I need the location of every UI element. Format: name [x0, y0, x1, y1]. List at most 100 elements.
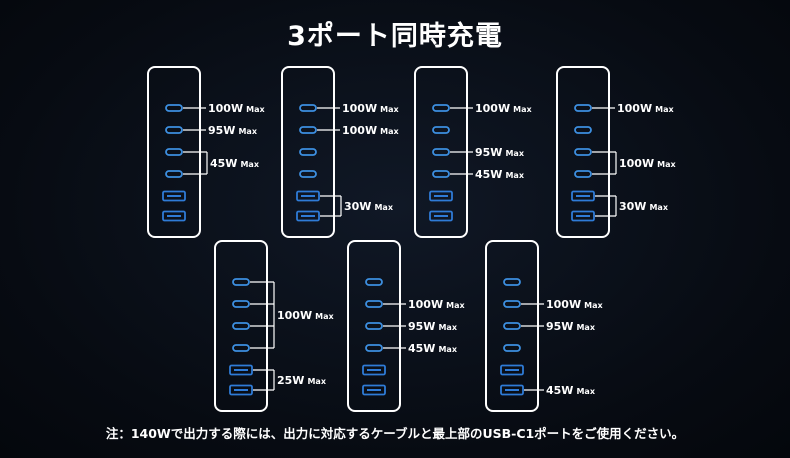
usb-c-port-icon: [165, 170, 183, 178]
wattage-value: 30W: [344, 200, 371, 213]
wattage-value: 30W: [619, 200, 646, 213]
usb-c-port-icon: [299, 104, 317, 112]
wattage-value: 100W: [208, 102, 243, 115]
usb-a-port-tongue: [434, 195, 448, 197]
usb-c-port-icon: [574, 104, 592, 112]
wattage-unit: Max: [657, 160, 676, 169]
usb-c-port-icon: [299, 126, 317, 134]
wattage-unit: Max: [513, 105, 532, 114]
usb-c-port-icon: [432, 104, 450, 112]
wattage-value: 45W: [475, 168, 502, 181]
usb-c-port-icon: [365, 322, 383, 330]
page-title: 3ポート同時充電: [287, 21, 503, 52]
usb-a-port-icon: [162, 190, 186, 202]
usb-a-port-tongue: [367, 369, 381, 371]
usb-a-port-icon: [229, 384, 253, 396]
wattage-unit: Max: [315, 312, 334, 321]
usb-c-port-icon: [165, 104, 183, 112]
usb-a-port-tongue: [301, 215, 315, 217]
wattage-unit: Max: [649, 203, 668, 212]
charger-body: [281, 66, 335, 238]
wattage-value: 95W: [208, 124, 235, 137]
usb-c-port-icon: [503, 322, 521, 330]
usb-a-port-tongue: [576, 195, 590, 197]
wattage-unit: Max: [446, 301, 465, 310]
usb-a-port-tongue: [367, 389, 381, 391]
usb-c-port-icon: [432, 170, 450, 178]
wattage-unit: Max: [576, 323, 595, 332]
wattage-unit: Max: [584, 301, 603, 310]
wattage-value: 100W: [277, 309, 312, 322]
usb-a-port-tongue: [167, 195, 181, 197]
wattage-value: 45W: [408, 342, 435, 355]
usb-a-port-tongue: [301, 195, 315, 197]
usb-c-port-icon: [574, 126, 592, 134]
usb-a-port-icon: [362, 384, 386, 396]
usage-note: 注：140Wで出力する際には、出力に対応するケーブルと最上部のUSB-C1ポート…: [105, 426, 685, 441]
wattage-unit: Max: [238, 127, 257, 136]
usb-c-port-icon: [432, 148, 450, 156]
usb-a-port-tongue: [505, 369, 519, 371]
wattage-value: 100W: [546, 298, 581, 311]
usb-c-port-icon: [503, 344, 521, 352]
wattage-value: 25W: [277, 374, 304, 387]
usb-c-port-icon: [574, 170, 592, 178]
wattage-value: 100W: [617, 102, 652, 115]
usb-c-port-icon: [365, 344, 383, 352]
usb-c-port-icon: [365, 278, 383, 286]
usb-a-port-tongue: [167, 215, 181, 217]
usb-a-port-tongue: [505, 389, 519, 391]
usb-c-port-icon: [365, 300, 383, 308]
usb-c-port-icon: [232, 278, 250, 286]
wattage-unit: Max: [655, 105, 674, 114]
wattage-value: 100W: [475, 102, 510, 115]
usb-a-port-icon: [162, 210, 186, 222]
usb-a-port-icon: [571, 210, 595, 222]
usb-c-port-icon: [299, 148, 317, 156]
usb-a-port-tongue: [234, 369, 248, 371]
usb-c-port-icon: [503, 278, 521, 286]
wattage-unit: Max: [240, 160, 259, 169]
wattage-unit: Max: [438, 323, 457, 332]
wattage-unit: Max: [246, 105, 265, 114]
wattage-unit: Max: [505, 149, 524, 158]
wattage-unit: Max: [438, 345, 457, 354]
usb-a-port-icon: [296, 190, 320, 202]
wattage-value: 100W: [342, 124, 377, 137]
usb-a-port-icon: [296, 210, 320, 222]
usb-c-port-icon: [232, 322, 250, 330]
wattage-value: 45W: [210, 157, 237, 170]
usb-a-port-tongue: [576, 215, 590, 217]
usb-a-port-tongue: [434, 215, 448, 217]
usb-c-port-icon: [165, 126, 183, 134]
wattage-unit: Max: [374, 203, 393, 212]
usb-c-port-icon: [432, 126, 450, 134]
wattage-value: 95W: [475, 146, 502, 159]
usb-a-port-icon: [500, 384, 524, 396]
usb-c-port-icon: [299, 170, 317, 178]
